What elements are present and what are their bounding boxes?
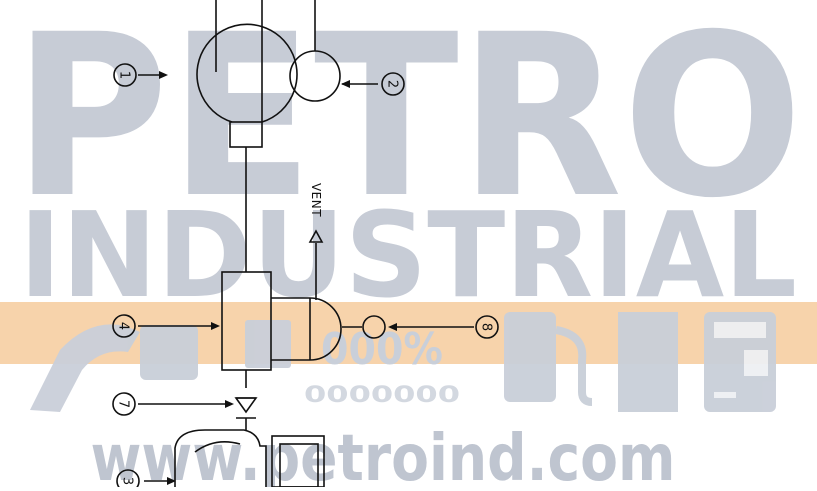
fuel-nozzle-icon [30, 324, 140, 412]
motor-unit [289, 0, 378, 102]
callout-2-circle [381, 72, 405, 96]
vent-arrow-icon [308, 229, 324, 243]
watermark-website-text: www.petroind.com [91, 422, 676, 487]
fuel-pump-hose-icon [555, 326, 593, 406]
callout-7-circle [112, 392, 136, 416]
callout-1-label: 1 [117, 71, 132, 79]
blower-casing [196, 23, 298, 123]
callout-3-arrowhead [167, 477, 176, 485]
diagram-lineart [112, 0, 499, 491]
dispenser-icon [245, 320, 291, 368]
callout-3-circle [116, 469, 140, 491]
watermark-counter-digits: 0000000 [304, 383, 460, 408]
engine-intake-curve [194, 441, 241, 453]
callout-7-arrowhead [225, 400, 234, 408]
check-valve-triangle [234, 397, 258, 414]
watermark-industrial-text: INDUSTRIAL [19, 186, 797, 324]
vent-line [308, 229, 324, 300]
vessel-dome-side-chamber [271, 297, 342, 361]
callout-1-circle [113, 63, 137, 87]
pump-motor-icon [140, 325, 198, 380]
meter-slot-icon [714, 392, 736, 398]
callout-2-arrowhead [341, 80, 350, 88]
filter-cartridge-icon [618, 312, 678, 412]
callout-markers [112, 63, 499, 491]
meter-screen-icon [714, 322, 766, 338]
callout-4-arrowhead [211, 322, 220, 330]
blower-unit [138, 0, 298, 148]
callout-labels: 1 2 4 7 8 3 [116, 71, 494, 485]
watermark-counter-display: 000% [321, 324, 443, 375]
callout-1-arrowhead [159, 71, 168, 79]
callout-4-label: 4 [116, 322, 131, 330]
callout-8-label: 8 [479, 323, 494, 331]
check-valve [138, 370, 258, 430]
callout-8-arrowhead [388, 323, 397, 331]
callout-3-label: 3 [120, 477, 135, 485]
callout-7-label: 7 [116, 400, 131, 408]
callout-4-circle [112, 314, 136, 338]
watermark-petro-text: PETRO [13, 0, 803, 247]
engine-housing-outline [174, 429, 267, 487]
callout-2-label: 2 [385, 80, 400, 88]
transfer-pump-circle [362, 315, 386, 339]
meter-keypad-icon [744, 350, 768, 376]
watermark-pictograms [30, 312, 776, 412]
callout-8-circle [475, 315, 499, 339]
fuel-pump-icon [504, 312, 556, 402]
vent-label: VENT [309, 183, 323, 217]
transfer-pump [362, 315, 474, 339]
engine-machine [144, 429, 325, 488]
